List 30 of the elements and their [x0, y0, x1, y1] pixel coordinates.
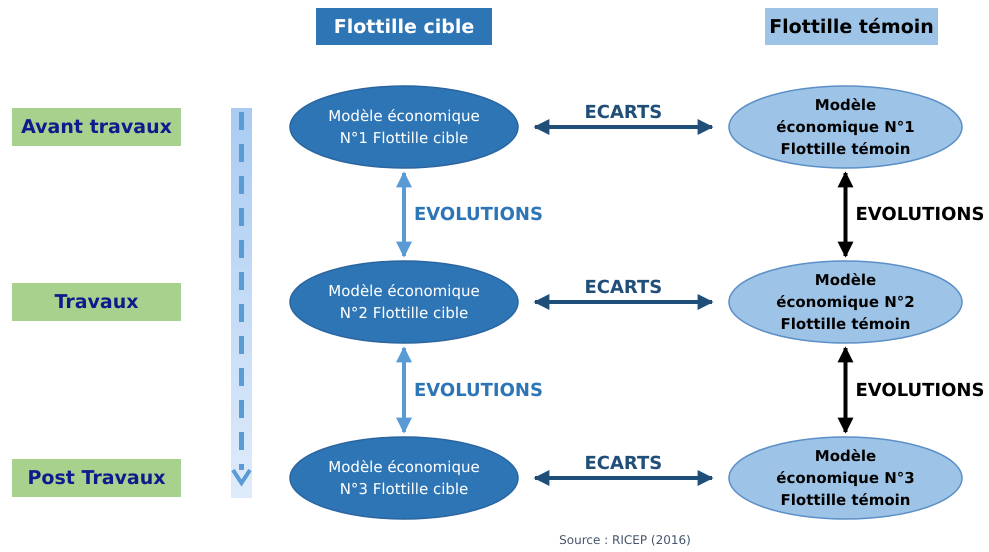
double-arrow: [396, 346, 412, 434]
model-ellipse: [728, 436, 963, 520]
double-arrow: [533, 470, 714, 486]
model-ellipse: [728, 85, 963, 169]
double-arrow: [838, 171, 854, 258]
double-arrow: [838, 346, 854, 434]
double-arrow: [533, 294, 714, 310]
heading-text: Flottille cible: [334, 16, 474, 38]
model-ellipse: [289, 85, 519, 169]
model-label: Modèle économique N°1 Flottille témoin: [775, 95, 916, 160]
model-label: Modèle économique N°1 Flottille cible: [327, 106, 481, 149]
model-ellipse: [289, 260, 519, 344]
heading-text: Flottille témoin: [769, 16, 934, 38]
heading-text: Avant travaux: [21, 116, 172, 138]
double-arrow: [533, 119, 714, 135]
column-header: [765, 8, 938, 45]
phase-box: [12, 283, 181, 321]
column-header: [316, 8, 492, 45]
model-ellipse: [289, 436, 519, 520]
model-label: Modèle économique N°2 Flottille cible: [327, 281, 481, 324]
source-note: Source : RICEP (2016): [558, 533, 692, 547]
model-ellipse: [728, 260, 963, 344]
model-label: Modèle économique N°2 Flottille témoin: [775, 270, 916, 335]
phase-box: [12, 108, 181, 146]
model-label: Modèle économique N°3 Flottille cible: [327, 457, 481, 500]
phase-box: [12, 459, 181, 497]
double-arrow: [396, 171, 412, 258]
heading-text: Travaux: [54, 291, 139, 313]
heading-text: Post Travaux: [27, 467, 166, 489]
model-label: Modèle économique N°3 Flottille témoin: [775, 446, 916, 511]
